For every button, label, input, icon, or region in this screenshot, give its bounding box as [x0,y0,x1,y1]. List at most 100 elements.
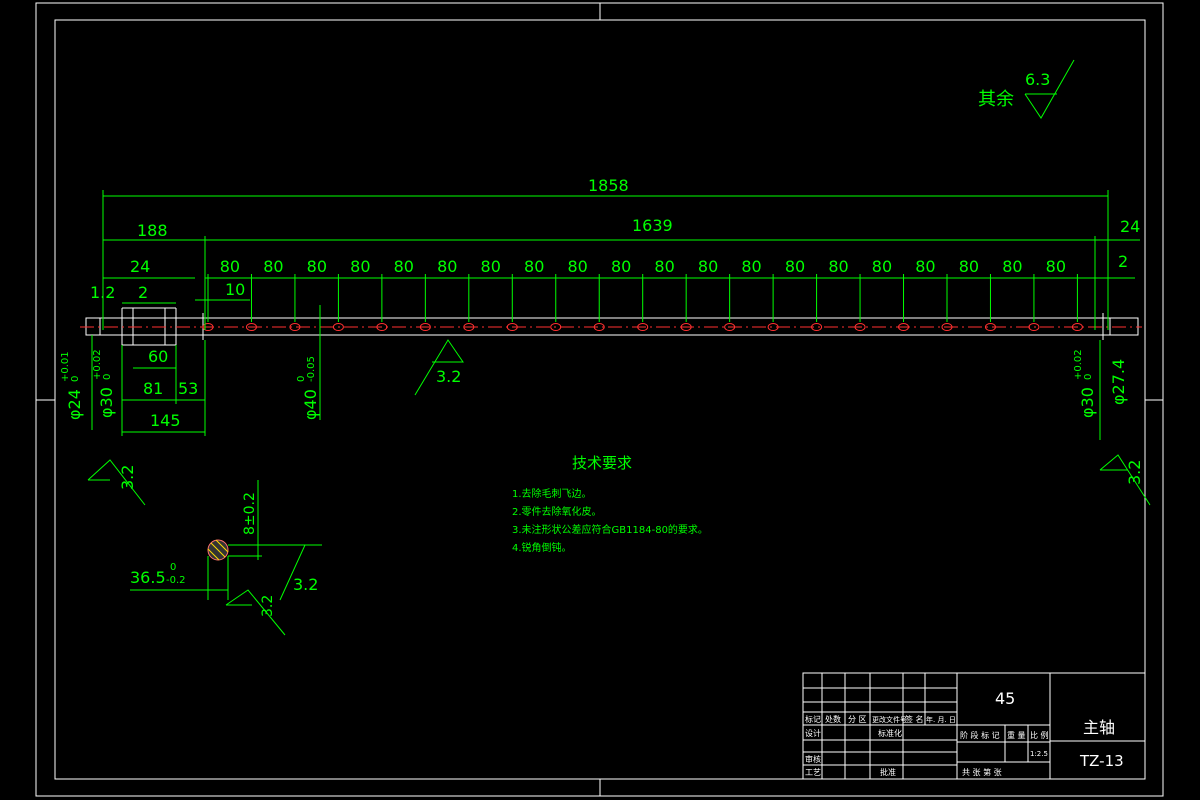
hole [332,323,344,331]
pitch-label: 80 [959,257,979,276]
hole [550,323,562,331]
dia-40-tol2: -0.05 [306,356,317,382]
pitch-label: 80 [1046,257,1066,276]
dim-main-length: 1639 [632,216,673,235]
default-roughness: 其余 6.3 [978,59,1075,119]
hole [593,323,605,331]
sheet-border [35,2,1164,797]
tb-doc: 更改文件号 [872,715,907,724]
roughness-other-label: 其余 [978,89,1014,110]
pitch-label: 80 [307,257,327,276]
roughness-right-value: 3.2 [1125,460,1144,485]
dia-40-tol: 0 [296,376,307,382]
title-block: 标记 处数 分 区 更改文件号 签 名 年. 月. 日 设计 标准化 审核 工艺… [802,672,1146,780]
pitch-label: 80 [567,257,587,276]
dim-left-length: 188 [137,221,168,240]
roughness-shaft-value: 3.2 [436,367,461,386]
section-width-tol1: 0 [170,562,176,573]
dia-24-label: φ24 [65,389,84,420]
roughness-section-side-value: 3.2 [260,595,276,617]
dim-first-offset: 10 [225,280,245,299]
section-view: 8±0.2 3.2 36.5 0 -0.2 3.2 [130,480,322,636]
tech-item-1: 1.去除毛刺飞边。 [512,487,592,500]
dia-30-right-label: φ30 [1078,387,1097,418]
dia-24-tol: +0.01 [60,351,71,382]
pitch-label: 80 [524,257,544,276]
dim-right-length: 24 [1120,217,1140,236]
dim-left-24: 24 [130,257,150,276]
hole [680,323,692,331]
hole [898,323,910,331]
technical-requirements: 技术要求 1.去除毛刺飞边。 2.零件去除氧化皮。 3.未注形状公差应符合GB1… [512,454,708,554]
dia-30-left-label: φ30 [97,387,116,418]
hole [202,323,214,331]
roughness-section-value: 3.2 [293,575,318,594]
tb-std: 标准化 [878,728,902,738]
hole [463,323,475,331]
tb-check: 审核 [805,754,821,764]
dia-30-right-tol2: 0 [1083,374,1094,380]
hole [419,323,431,331]
dia-30-left-tol2: 0 [102,374,113,380]
dimension-lines: 1858 188 1639 24 2 24 2 1.2 10 [90,176,1140,330]
tb-stage: 阶 段 标 记 [960,730,1000,740]
hole [506,323,518,331]
tb-scale: 1:2.5 [1030,750,1048,758]
pitch-label: 80 [698,257,718,276]
tech-title: 技术要求 [572,454,632,472]
pitch-label: 80 [915,257,935,276]
pitch-label: 80 [785,257,805,276]
dia-30-left-tol: +0.02 [92,349,103,380]
dim-len-53: 53 [178,379,198,398]
dim-total-length: 1858 [588,176,629,195]
dim-len-81: 81 [143,379,163,398]
tb-date: 年. 月. 日 [926,715,956,724]
diameter-labels: φ24 +0.01 0 φ30 +0.02 0 φ40 0 -0.05 φ30 … [60,305,1128,440]
tb-drawing-no: TZ-13 [1079,752,1124,770]
lower-dimensions: 60 81 53 145 [121,340,206,436]
roughness-other-value: 6.3 [1025,70,1050,89]
roughness-left-value: 3.2 [118,465,137,490]
dia-30-right-tol: +0.02 [1073,349,1084,380]
pitch-label: 80 [872,257,892,276]
pitch-label: 80 [1002,257,1022,276]
hole [941,323,953,331]
pitch-label: 80 [611,257,631,276]
hole [376,323,388,331]
pitch-label: 80 [220,257,240,276]
section-key-depth: 8±0.2 [242,492,258,535]
pitch-label: 80 [350,257,370,276]
tb-mark: 标记 [805,714,821,724]
pitch-label: 80 [654,257,674,276]
hole [289,323,301,331]
tb-part-name: 主轴 [1083,718,1115,737]
hole [767,323,779,331]
pitch-label: 80 [437,257,457,276]
tech-item-4: 4.锐角倒钝。 [512,541,572,554]
hole-row [202,323,1083,331]
hole [245,323,257,331]
roughness-marks: 3.2 3.2 3.2 [87,339,1151,506]
tb-zone: 分 区 [848,715,867,724]
tech-item-2: 2.零件去除氧化皮。 [512,505,602,518]
dia-40-label: φ40 [301,389,320,420]
dim-left-2: 2 [138,283,148,302]
section-width: 36.5 [130,568,166,587]
tb-approve: 批准 [880,767,896,777]
hole [984,323,996,331]
tech-item-3: 3.未注形状公差应符合GB1184-80的要求。 [512,523,708,536]
tb-count: 处数 [825,714,841,724]
hole [1028,323,1040,331]
dim-right-small: 2 [1118,252,1128,271]
pitch-label: 80 [828,257,848,276]
hole [637,323,649,331]
tb-scale-label: 比 例 [1030,730,1049,740]
dim-len-145: 145 [150,411,181,430]
pitch-label: 80 [394,257,414,276]
pitch-label: 80 [263,257,283,276]
dim-len-60: 60 [148,347,168,366]
hole [811,323,823,331]
tb-sign: 签 名 [905,714,924,724]
